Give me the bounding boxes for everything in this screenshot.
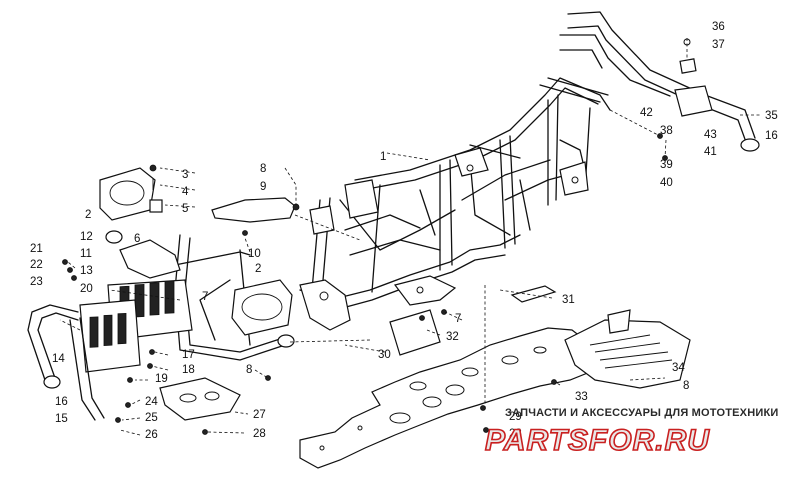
- callout-27: 27: [253, 409, 266, 421]
- callout-14: 14: [52, 353, 65, 365]
- callout-5: 5: [182, 203, 188, 215]
- callout-2: 2: [85, 209, 91, 221]
- callout-43: 43: [704, 129, 717, 141]
- callout-37: 37: [712, 39, 725, 51]
- callout-3: 3: [182, 169, 188, 181]
- callout-35: 35: [765, 110, 778, 122]
- callout-16: 16: [765, 130, 778, 142]
- callout-8: 8: [246, 364, 252, 376]
- callout-24: 24: [145, 396, 158, 408]
- callout-28: 28: [509, 428, 522, 440]
- front-bumper-assembly: [174, 234, 295, 361]
- callout-36: 36: [712, 21, 725, 33]
- callout-18: 18: [182, 364, 195, 376]
- callout-42: 42: [640, 107, 653, 119]
- headlight-upper: [99, 167, 163, 221]
- callout-17: 17: [182, 349, 195, 361]
- callout-19: 19: [155, 373, 168, 385]
- rubber-grommet: [105, 230, 123, 244]
- callout-10: 10: [248, 248, 261, 260]
- callout-11: 11: [80, 248, 92, 260]
- callout-32: 32: [446, 331, 459, 343]
- callout-22: 22: [30, 259, 43, 271]
- hardware-fasteners: [62, 133, 668, 435]
- callout-1: 1: [380, 151, 386, 163]
- callout-16: 16: [55, 396, 68, 408]
- callout-8: 8: [683, 380, 689, 392]
- callout-28: 28: [253, 428, 266, 440]
- callout-labels: 1 2 2 3 4 5 6 7 7 8 8 8 9 10 11 12 13 14…: [30, 21, 778, 441]
- front-skid-guard: [159, 377, 241, 421]
- callout-4: 4: [182, 186, 189, 198]
- callout-41: 41: [704, 146, 717, 158]
- callout-6: 6: [134, 233, 140, 245]
- callout-9: 9: [260, 181, 266, 193]
- headlight-lower: [231, 279, 293, 336]
- callout-33: 33: [575, 391, 588, 403]
- callout-7: 7: [455, 313, 461, 325]
- callout-30: 30: [378, 349, 391, 361]
- callout-26: 26: [145, 429, 158, 441]
- heat-shield-strip: [510, 285, 557, 303]
- callout-13: 13: [80, 265, 93, 277]
- main-frame: [299, 77, 611, 331]
- callout-2: 2: [255, 263, 261, 275]
- watermark-logo: PARTSFOR.RU: [485, 424, 710, 457]
- callout-21: 21: [30, 243, 43, 255]
- callout-23: 23: [30, 276, 43, 288]
- callout-25: 25: [145, 412, 158, 424]
- leader-lines: [59, 38, 760, 436]
- watermark-tagline: ЗАПЧАСТИ И АКСЕССУАРЫ ДЛЯ МОТОТЕХНИКИ: [505, 407, 778, 419]
- front-upper-support: [211, 197, 296, 223]
- brush-guard: [27, 304, 105, 421]
- lower-grille: [79, 299, 141, 373]
- light-bracket: [119, 239, 181, 279]
- callout-15: 15: [55, 413, 68, 425]
- callout-20: 20: [80, 283, 93, 295]
- callout-34: 34: [672, 362, 685, 374]
- callout-29: 29: [509, 411, 522, 423]
- footrest: [564, 309, 691, 389]
- callout-38: 38: [660, 125, 673, 137]
- callout-12: 12: [80, 231, 93, 243]
- callout-40: 40: [660, 177, 673, 189]
- watermark: ЗАПЧАСТИ И АКСЕССУАРЫ ДЛЯ МОТОТЕХНИКИ PA…: [484, 407, 778, 458]
- callout-39: 39: [660, 159, 673, 171]
- cross-plate: [389, 309, 441, 356]
- skid-plate: [299, 327, 606, 469]
- callout-8: 8: [260, 163, 266, 175]
- callout-7: 7: [202, 291, 208, 303]
- callout-31: 31: [562, 294, 575, 306]
